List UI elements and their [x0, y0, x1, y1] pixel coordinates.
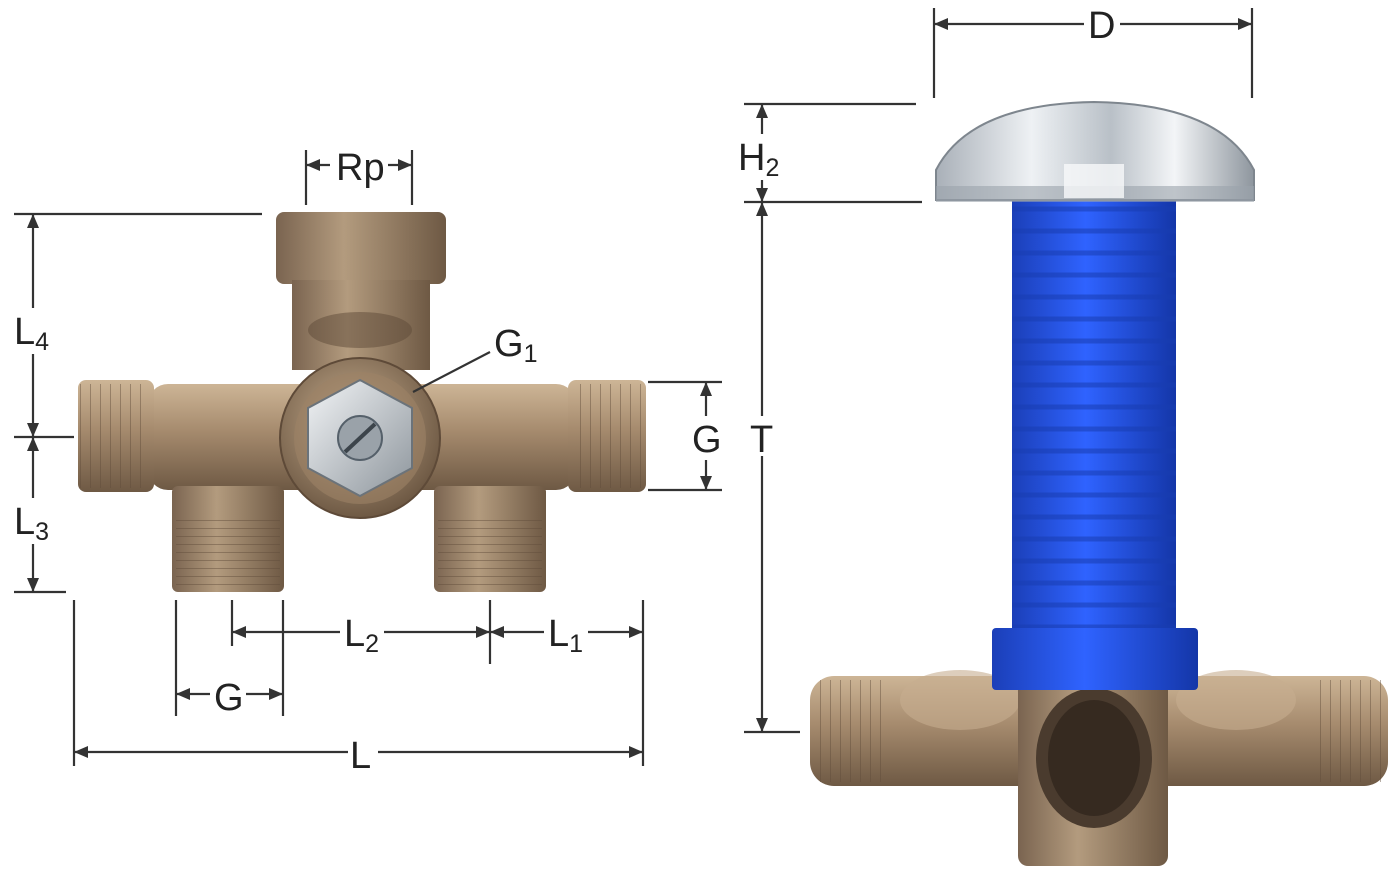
label-l: L	[350, 735, 371, 777]
label-l1: L1	[548, 613, 583, 658]
label-g1: G1	[494, 323, 537, 368]
label-rp: Rp	[336, 147, 385, 189]
label-g-bottom: G	[214, 677, 244, 719]
hex-nut	[307, 378, 413, 498]
label-g-right: G	[692, 419, 722, 461]
label-t: T	[750, 419, 773, 461]
right-valve-body	[810, 668, 1388, 866]
label-h2: H2	[738, 137, 779, 182]
label-l3: L3	[14, 501, 49, 546]
label-l4: L4	[14, 311, 49, 356]
chrome-cap	[935, 100, 1255, 202]
blue-extension-sleeve	[992, 200, 1198, 690]
label-l2: L2	[344, 613, 379, 658]
label-d: D	[1088, 5, 1115, 47]
